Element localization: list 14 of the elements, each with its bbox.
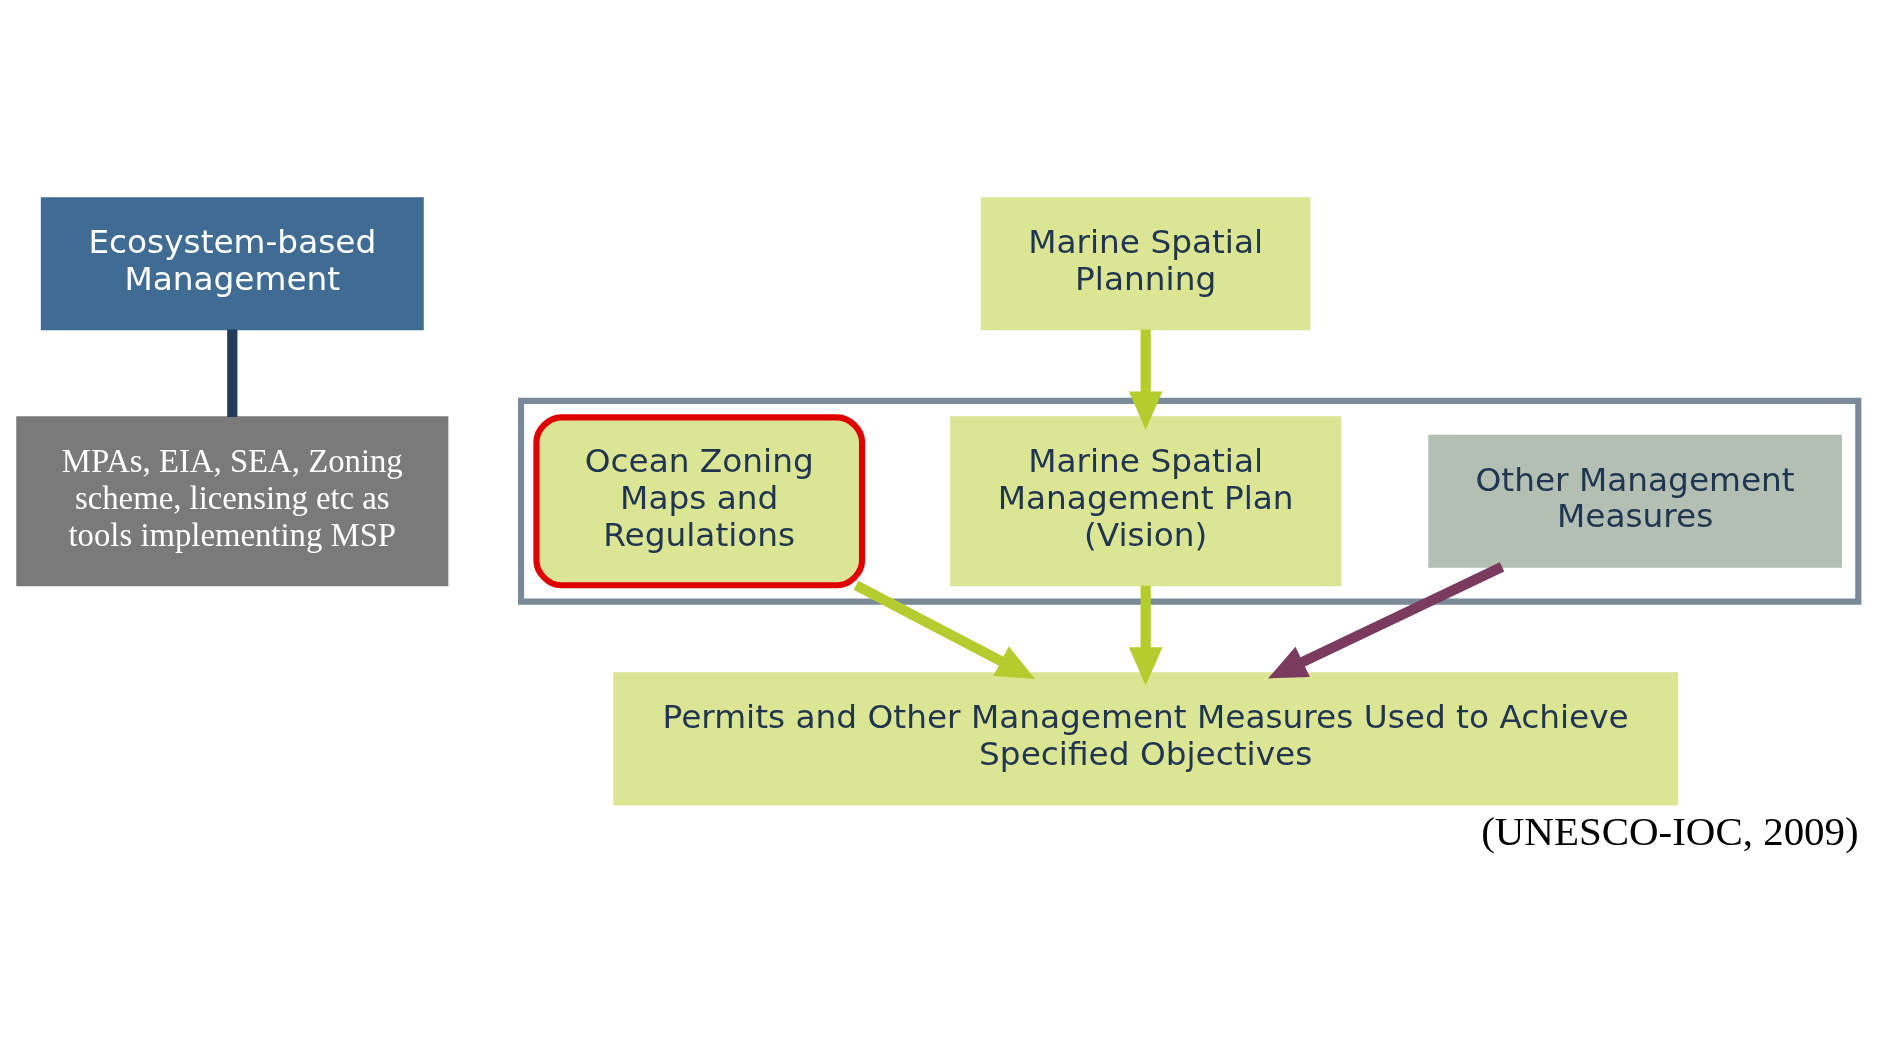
connector bbox=[227, 329, 238, 418]
arrow bbox=[1268, 562, 1505, 679]
node-box: Ocean Zoning Maps and Regulations bbox=[533, 414, 866, 589]
arrow bbox=[853, 580, 1036, 679]
arrow bbox=[1128, 329, 1163, 430]
node-box: Marine Spatial Planning bbox=[980, 197, 1311, 331]
caption: (UNESCO-IOC, 2009) bbox=[1481, 809, 1859, 855]
node-box: MPAs, EIA, SEA, Zoning scheme, licensing etc as tools implementing MSP bbox=[16, 416, 449, 587]
node-box: Marine Spatial Management Plan (Vision) bbox=[950, 416, 1342, 587]
node-box: Other Management Measures bbox=[1428, 434, 1842, 568]
node-box: Ecosystem-based Management bbox=[40, 197, 424, 331]
cluster bbox=[518, 397, 1862, 605]
node-box: Permits and Other Management Measures Used to Achieve Specified Objectives bbox=[613, 672, 1679, 806]
arrow bbox=[1128, 585, 1163, 686]
